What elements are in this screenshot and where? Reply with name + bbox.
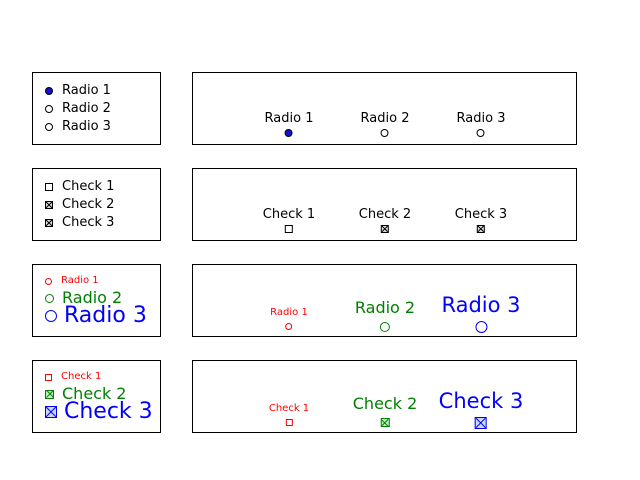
check-option-3[interactable]: Check 3: [438, 389, 524, 429]
radio-circle-icon[interactable]: [45, 310, 57, 322]
radio-circle-icon[interactable]: [45, 122, 53, 131]
radio-circle-icon[interactable]: [477, 129, 485, 137]
check-option-1[interactable]: Check 1: [263, 208, 315, 233]
check-label: Check 2: [62, 384, 127, 403]
radio-option-3[interactable]: Radio 3: [45, 120, 111, 133]
check-option-2[interactable]: Check 2: [45, 386, 126, 402]
check-option-1[interactable]: Check 1: [45, 372, 101, 382]
radio-circle-icon[interactable]: [45, 86, 53, 95]
radio-label: Radio 3: [456, 111, 506, 126]
radio-label: Radio 2: [354, 298, 416, 317]
checkbox-checked-icon[interactable]: [45, 406, 57, 418]
radio-option-1[interactable]: Radio 1: [270, 308, 308, 330]
checkbox-checked-icon[interactable]: [45, 218, 53, 227]
radio-label: Radio 3: [62, 119, 111, 134]
radio-option-2[interactable]: Radio 2: [355, 300, 415, 332]
radio-option-1[interactable]: Radio 1: [45, 84, 111, 97]
check-option-2[interactable]: Check 2: [45, 198, 114, 211]
check-option-3[interactable]: Check 3: [45, 401, 153, 423]
styled-check-panel-vertical: Check 1 Check 2 Check 3: [32, 360, 161, 433]
radio-label: Radio 1: [270, 307, 308, 318]
check-label: Check 1: [61, 371, 102, 382]
radio-label: Radio 3: [441, 293, 521, 317]
check-option-1[interactable]: Check 1: [269, 404, 309, 426]
checkbox-checked-icon[interactable]: [45, 389, 54, 399]
checkbox-checked-icon[interactable]: [380, 418, 390, 427]
check-label: Check 3: [454, 207, 508, 222]
radio-option-2[interactable]: Radio 2: [360, 111, 410, 137]
styled-radio-panel-horizontal: Radio 1 Radio 2 Radio 3: [192, 264, 577, 337]
radio-label: Radio 1: [62, 83, 111, 98]
radio-circle-icon[interactable]: [475, 321, 487, 333]
radio-label: Radio 2: [360, 111, 410, 126]
check-option-2[interactable]: Check 2: [359, 208, 411, 233]
radio-label: Radio 2: [62, 101, 111, 116]
radio-panel-vertical: Radio 1 Radio 2 Radio 3: [32, 72, 161, 145]
radio-option-2[interactable]: Radio 2: [45, 290, 122, 306]
check-option-3[interactable]: Check 3: [45, 216, 114, 229]
check-panel-vertical: Check 1 Check 2 Check 3: [32, 168, 161, 241]
check-option-2[interactable]: Check 2: [353, 396, 417, 427]
check-label: Check 3: [438, 389, 524, 413]
check-label: Check 2: [62, 197, 115, 212]
radio-panel-horizontal: Radio 1 Radio 2 Radio 3: [192, 72, 577, 145]
radio-option-2[interactable]: Radio 2: [45, 102, 111, 115]
check-label: Check 2: [352, 394, 418, 413]
checkbox-icon[interactable]: [285, 419, 293, 426]
radio-circle-icon[interactable]: [285, 129, 293, 137]
radio-circle-icon[interactable]: [45, 104, 53, 113]
check-label: Check 3: [64, 399, 153, 424]
styled-check-panel-horizontal: Check 1 Check 2 Check 3: [192, 360, 577, 433]
check-label: Check 3: [62, 215, 115, 230]
checkbox-icon[interactable]: [45, 373, 52, 381]
radio-option-1[interactable]: Radio 1: [45, 276, 99, 286]
checkbox-icon[interactable]: [45, 182, 53, 191]
radio-label: Radio 1: [61, 275, 99, 286]
check-option-3[interactable]: Check 3: [455, 208, 507, 233]
checkbox-checked-icon[interactable]: [381, 225, 389, 233]
radio-option-3[interactable]: Radio 3: [456, 111, 506, 137]
radio-option-1[interactable]: Radio 1: [264, 111, 314, 137]
radio-label: Radio 2: [62, 288, 123, 307]
radio-circle-icon[interactable]: [285, 323, 293, 330]
check-panel-horizontal: Check 1 Check 2 Check 3: [192, 168, 577, 241]
checkbox-checked-icon[interactable]: [45, 200, 53, 209]
check-label: Check 2: [358, 207, 412, 222]
checkbox-checked-icon[interactable]: [474, 417, 487, 429]
check-label: Check 1: [262, 207, 316, 222]
check-label: Check 1: [268, 403, 310, 414]
radio-option-3[interactable]: Radio 3: [441, 293, 521, 333]
check-option-1[interactable]: Check 1: [45, 180, 114, 193]
radio-circle-icon[interactable]: [45, 293, 54, 303]
radio-circle-icon[interactable]: [45, 277, 52, 285]
radio-label: Radio 3: [64, 303, 147, 328]
checkbox-icon[interactable]: [285, 225, 293, 233]
radio-circle-icon[interactable]: [379, 322, 390, 332]
radio-option-3[interactable]: Radio 3: [45, 305, 147, 327]
radio-circle-icon[interactable]: [381, 129, 389, 137]
radio-label: Radio 1: [264, 111, 314, 126]
styled-radio-panel-vertical: Radio 1 Radio 2 Radio 3: [32, 264, 161, 337]
checkbox-checked-icon[interactable]: [477, 225, 485, 233]
check-label: Check 1: [62, 179, 115, 194]
